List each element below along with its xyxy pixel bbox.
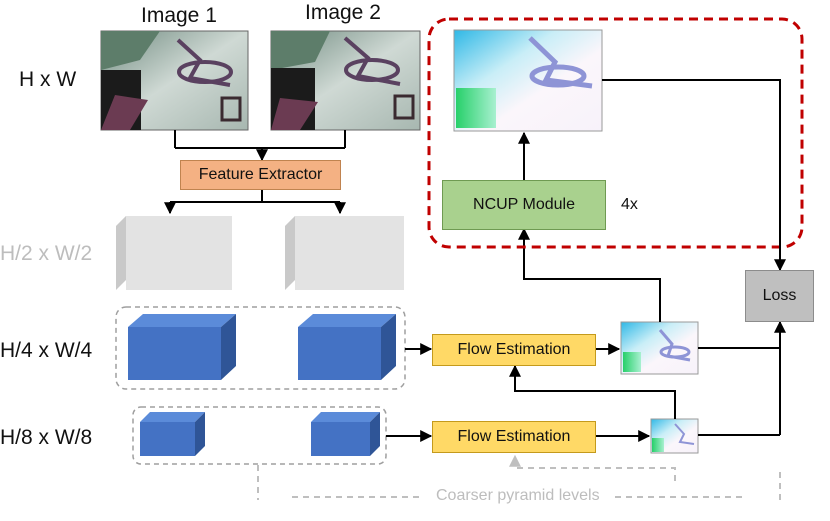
- level-label-full: H x W: [19, 68, 77, 91]
- feature-cube-eighth-2: [311, 412, 380, 456]
- arrow-output-to-loss: [602, 79, 786, 272]
- arrow-quarter-flow-to-ncup: [518, 227, 661, 322]
- feature-cube-quarter-2: [298, 314, 396, 380]
- flow-estimation-eighth-block: Flow Estimation: [432, 421, 596, 453]
- image-merge-connector: [174, 130, 346, 162]
- loss-block: Loss: [745, 270, 814, 322]
- feature-split-connector: [164, 190, 346, 215]
- level-label-quarter: H/4 x W/4: [0, 339, 93, 362]
- ncup-repeat-note: 4x: [621, 196, 638, 213]
- coarser-levels-note: Coarser pyramid levels: [436, 487, 600, 504]
- level-label-eighth: H/8 x W/8: [0, 426, 93, 449]
- arrow-eighth-flow-to-quarter-estimation: [509, 364, 676, 419]
- coarser-levels-connector: [257, 454, 781, 500]
- flow-map-quarter: [620, 321, 699, 375]
- level-label-half: H/2 x W/2: [0, 242, 93, 265]
- level-eighth-group: [132, 406, 387, 465]
- flow-map-eighth: [650, 418, 699, 454]
- image-2-title: Image 2: [305, 1, 381, 24]
- input-image-1: [100, 30, 249, 131]
- flow-estimation-quarter-block: Flow Estimation: [432, 334, 596, 366]
- image-1-title: Image 1: [141, 4, 217, 27]
- feature-cube-half-2: [285, 216, 404, 290]
- feature-cube-eighth-1: [140, 412, 205, 456]
- flow-map-full-output: [453, 29, 603, 132]
- feature-extractor-block: Feature Extractor: [180, 160, 341, 190]
- input-image-2: [270, 30, 421, 131]
- feature-cube-half-1: [116, 216, 232, 290]
- ncup-highlight-frame: [427, 17, 804, 249]
- feature-cube-quarter-1: [128, 314, 236, 380]
- ncup-module-block: NCUP Module: [442, 180, 606, 230]
